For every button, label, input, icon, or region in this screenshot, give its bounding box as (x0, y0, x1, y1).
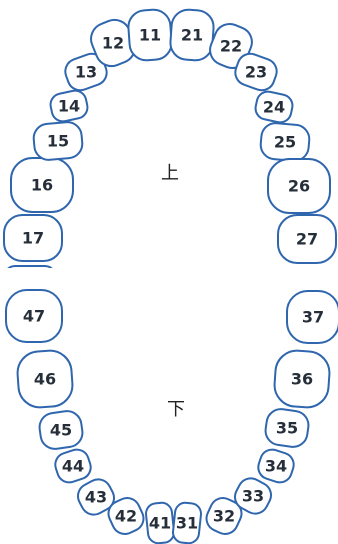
tooth-45-outline[interactable] (38, 409, 85, 450)
tooth-46[interactable]: 46 (16, 349, 74, 409)
tooth-47[interactable]: 47 (6, 290, 62, 342)
tooth-41-outline[interactable] (145, 502, 175, 544)
tooth-11[interactable]: 11 (127, 9, 172, 62)
tooth-17[interactable]: 17 (4, 215, 62, 261)
tooth-37[interactable]: 37 (287, 291, 338, 343)
tooth-26[interactable]: 26 (268, 159, 330, 213)
tooth-41[interactable]: 41 (145, 502, 175, 544)
tooth-15-outline[interactable] (33, 121, 84, 161)
tooth-34-outline[interactable] (255, 446, 297, 485)
lower-jaw-label: 下 (167, 399, 185, 420)
tooth-45[interactable]: 45 (38, 409, 85, 450)
tooth-25[interactable]: 25 (260, 122, 311, 162)
tooth-44-outline[interactable] (52, 446, 94, 485)
tooth-34[interactable]: 34 (255, 446, 297, 485)
tooth-14[interactable]: 14 (48, 89, 89, 124)
tooth-16[interactable]: 16 (11, 158, 73, 212)
tooth-11-outline[interactable] (127, 9, 172, 62)
tooth-46-outline[interactable] (16, 349, 74, 409)
tooth-36[interactable]: 36 (273, 349, 331, 409)
tooth-31-outline[interactable] (172, 502, 202, 544)
tooth-25-outline[interactable] (260, 122, 311, 162)
tooth-26-outline[interactable] (268, 159, 330, 213)
tooth-44[interactable]: 44 (52, 446, 94, 485)
tooth-21[interactable]: 21 (169, 9, 214, 62)
tooth-21-outline[interactable] (169, 9, 214, 62)
tooth-15[interactable]: 15 (33, 121, 84, 161)
upper-jaw-label: 上 (161, 163, 179, 184)
tooth-37-outline[interactable] (287, 291, 338, 343)
tooth-35-outline[interactable] (264, 407, 311, 448)
tooth-31[interactable]: 31 (172, 502, 202, 544)
tooth-35[interactable]: 35 (264, 407, 311, 448)
tooth-36-outline[interactable] (273, 349, 331, 409)
tooth-24[interactable]: 24 (253, 90, 294, 125)
tooth-27[interactable]: 27 (278, 215, 336, 263)
tooth-24-outline[interactable] (253, 90, 294, 125)
tooth-17-outline[interactable] (4, 215, 62, 261)
tooth-16-outline[interactable] (11, 158, 73, 212)
tooth-14-outline[interactable] (48, 89, 89, 124)
tooth-27-outline[interactable] (278, 215, 336, 263)
tooth-47-outline[interactable] (6, 290, 62, 342)
